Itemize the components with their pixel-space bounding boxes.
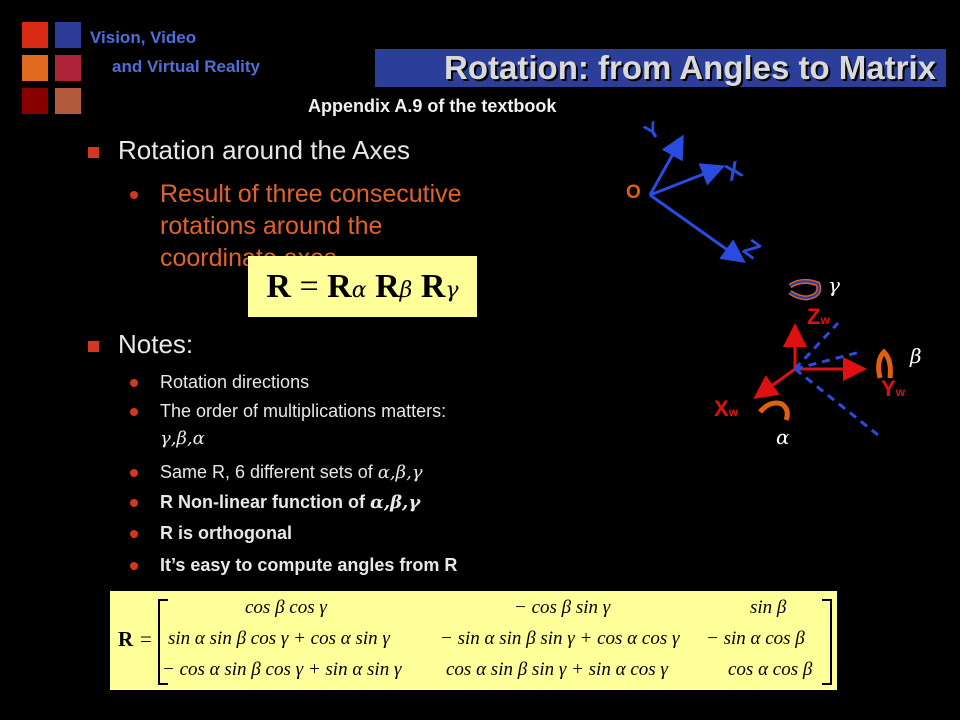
- gamma-rotation-arrow: [788, 278, 822, 301]
- bullet-square: [88, 147, 99, 158]
- sub-bullet-line1: Result of three consecutive: [160, 180, 462, 208]
- title-bar: Rotation: from Angles to Matrix: [375, 49, 946, 87]
- gamma-rotation-arrow-inner: [789, 280, 820, 300]
- matrix-cell: cos α cos β: [728, 659, 813, 680]
- dashed-axis: [794, 350, 861, 371]
- axis-y-line: [648, 134, 684, 196]
- bullet-dot: [130, 469, 138, 477]
- yw-label-y: Y: [881, 376, 896, 401]
- note-rotation-directions: Rotation directions: [160, 372, 310, 392]
- matrix-cell: cos β cos γ: [245, 597, 327, 618]
- note-order-greek: γ,β,α: [160, 428, 205, 449]
- matrix-left-bracket: [158, 599, 168, 685]
- note-nonlinear-text: R Non-linear function of: [160, 492, 370, 512]
- zw-label-w: w: [820, 313, 830, 327]
- logo-square: [22, 88, 48, 114]
- axis-x-label: X: [720, 155, 747, 188]
- eq-beta: β: [399, 278, 413, 303]
- matrix-equals: =: [140, 627, 152, 651]
- logo-square: [22, 55, 48, 81]
- matrix-cell: sin α sin β cos γ + cos α sin γ: [168, 628, 390, 649]
- origin-label: O: [626, 182, 641, 203]
- eq-Rb: R: [375, 268, 400, 305]
- equation-box: R = Rα Rβ Rγ: [248, 256, 477, 317]
- eq-gamma: γ: [445, 278, 459, 303]
- logo-square: [55, 88, 81, 114]
- rotation-matrix-box: R = cos β cos γ − cos β sin γ sin β sin …: [110, 591, 837, 690]
- bullet-dot: [130, 499, 138, 507]
- page-title: Rotation: from Angles to Matrix: [444, 49, 936, 86]
- matrix-cell: − sin α cos β: [706, 628, 805, 649]
- bullet-square: [88, 341, 99, 352]
- axis-z-line: [649, 193, 746, 263]
- xw-label: Xw: [714, 396, 738, 422]
- note-nonlinear: R Non-linear function of α,β,γ: [160, 492, 420, 513]
- zw-label: Zw: [807, 304, 830, 330]
- eq-Ra: R: [327, 268, 352, 305]
- yw-label: Yw: [881, 376, 905, 402]
- matrix-cell: − cos β sin γ: [514, 597, 611, 618]
- matrix-cell: − sin α sin β sin γ + cos α cos γ: [440, 628, 680, 649]
- note-order-matters: The order of multiplications matters:: [160, 401, 447, 421]
- xw-label-x: X: [714, 396, 729, 421]
- axis-x-line: [649, 163, 726, 197]
- matrix-cell: cos α sin β sin γ + sin α cos γ: [446, 659, 668, 680]
- matrix-right-bracket: [822, 599, 832, 685]
- bullet-dot: [130, 191, 138, 199]
- note-orthogonal: R is orthogonal: [160, 523, 292, 543]
- dashed-axis: [794, 367, 879, 437]
- eq-Rg: R: [420, 268, 446, 305]
- bullet-dot: [130, 530, 138, 538]
- heading-notes: Notes:: [118, 329, 194, 359]
- eq-R: R: [266, 268, 291, 305]
- axis-y-label: Y: [639, 116, 665, 146]
- eq-equals: =: [299, 268, 319, 305]
- beta-rotation-arrow: [876, 348, 893, 379]
- note-same-r: Same R, 6 different sets of α,β,γ: [160, 462, 423, 483]
- bullet-dot: [130, 379, 138, 387]
- logo-text-line1: Vision, Video: [90, 28, 197, 47]
- yw-label-w: w: [895, 385, 906, 399]
- matrix-cell: sin β: [750, 597, 787, 618]
- alpha-label: α: [776, 425, 790, 449]
- note-same-r-greek: α,β,γ: [377, 462, 423, 483]
- xw-axis-line: [753, 367, 796, 400]
- matrix-lhs: R: [118, 627, 134, 651]
- logo-text-line2: and Virtual Reality: [112, 57, 261, 76]
- bullet-dot: [130, 408, 138, 416]
- note-nonlinear-greek: α,β,γ: [369, 492, 421, 513]
- beta-label: β: [910, 344, 922, 368]
- xw-label-w: w: [728, 405, 739, 419]
- note-same-r-text: Same R, 6 different sets of: [160, 462, 378, 482]
- page-subtitle: Appendix A.9 of the textbook: [308, 96, 557, 116]
- sub-bullet-line2: rotations around the: [160, 212, 383, 240]
- bullet-dot: [130, 562, 138, 570]
- logo-square: [55, 55, 81, 81]
- zw-label-z: Z: [807, 304, 821, 329]
- note-compute-angles: It’s easy to compute angles from R: [160, 555, 458, 575]
- alpha-rotation-arrow: [758, 400, 790, 421]
- axis-z-label: Z: [737, 234, 766, 265]
- matrix-cell: − cos α sin β cos γ + sin α sin γ: [162, 659, 402, 680]
- heading-rotation-axes: Rotation around the Axes: [118, 135, 410, 165]
- eq-alpha: α: [351, 278, 367, 303]
- gamma-label: γ: [828, 273, 840, 297]
- logo-square: [55, 22, 81, 48]
- logo-square: [22, 22, 48, 48]
